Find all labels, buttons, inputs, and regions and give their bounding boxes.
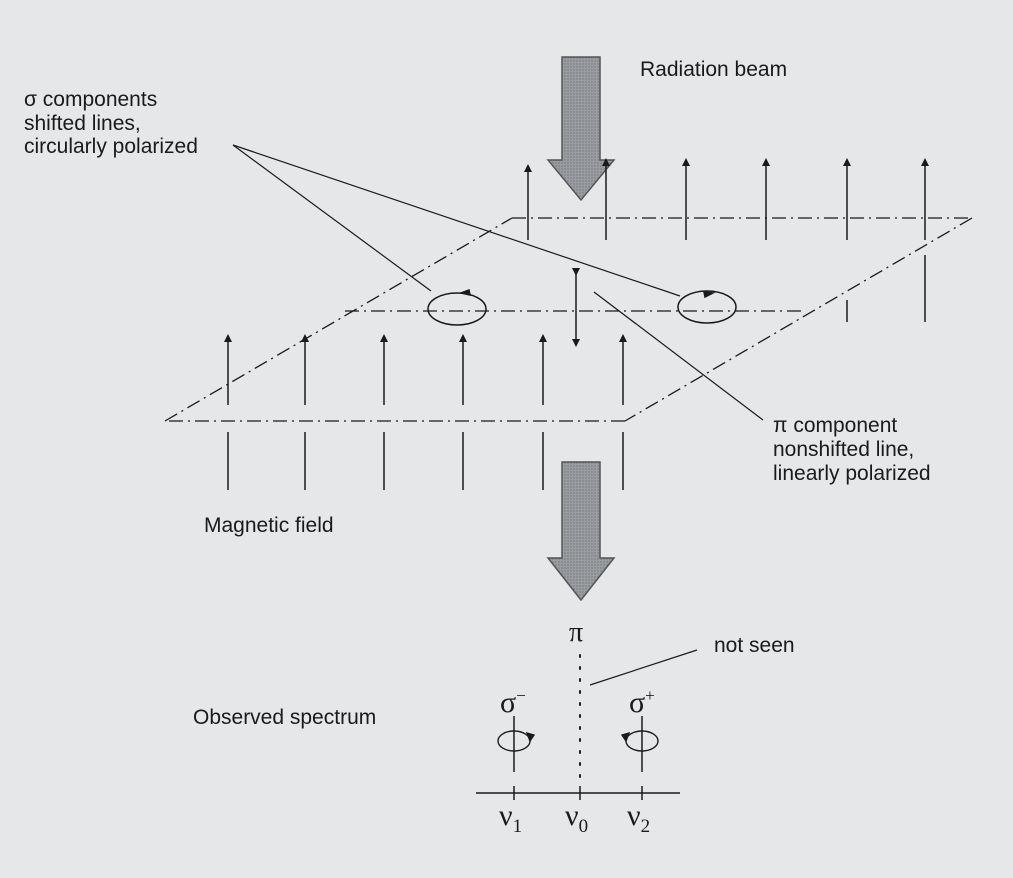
plane-outline [164,217,973,422]
sigma-minus-symbol: σ− [500,686,526,719]
pi-symbol: π [569,617,584,648]
nu0-label: ν0 [565,799,589,838]
pi-label-line3: linearly polarized [773,462,931,485]
spectrum-axis [476,716,680,800]
observed-spectrum-label: Observed spectrum [193,706,377,729]
sigma-label-line1: σ components [24,88,158,111]
transmitted-beam-arrow [546,461,616,602]
leader-lines [232,144,764,686]
sigma-label-line2: shifted lines, [24,112,141,135]
sigma-plus-symbol: σ+ [629,686,655,719]
sigma-ellipses [427,288,737,326]
pi-label-line2: nonshifted line, [773,438,915,461]
magnetic-field-label: Magnetic field [204,514,334,537]
radiation-beam-label: Radiation beam [640,58,788,81]
field-arrows-back [524,158,929,322]
spectrum-rotation-icons [497,730,659,752]
radiation-beam-arrow [546,56,616,202]
nu2-label: ν2 [627,799,651,838]
not-seen-label: not seen [714,634,795,657]
nu1-label: ν1 [499,799,523,838]
pi-label-line1: π component [773,414,898,437]
sigma-label-line3: circularly polarized [24,135,198,158]
field-arrows-front [224,334,627,490]
